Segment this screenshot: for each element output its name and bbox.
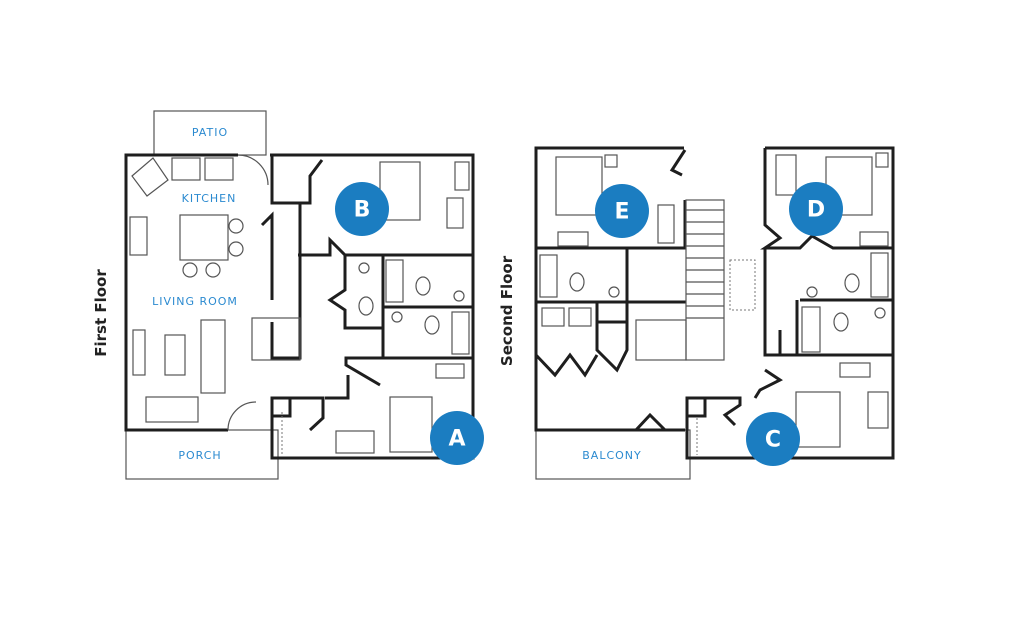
room-label-balcony: BALCONY <box>582 449 642 462</box>
wall <box>687 396 742 427</box>
sink-icon <box>131 157 169 197</box>
appliance <box>171 157 201 181</box>
sink-icon <box>806 286 818 298</box>
room-label-living-room: LIVING ROOM <box>152 295 238 308</box>
chair <box>228 241 244 257</box>
loveseat <box>145 396 199 423</box>
bathtub-icon <box>539 254 558 298</box>
wall <box>763 248 800 357</box>
bed <box>555 156 603 216</box>
sink-icon <box>391 311 403 323</box>
desk <box>657 204 675 244</box>
nightstand <box>604 154 618 168</box>
chair <box>228 218 244 234</box>
bedroom-badge-a[interactable]: A <box>430 411 484 465</box>
desk <box>335 430 375 454</box>
floor-label-second: Second Floor <box>498 255 516 366</box>
wall <box>260 211 274 300</box>
chair <box>205 262 221 278</box>
svg-text:E: E <box>614 200 629 225</box>
coffee-table <box>164 334 186 376</box>
toilet-icon <box>833 312 849 332</box>
appliance <box>204 157 234 181</box>
door-swing <box>227 401 257 431</box>
room-label-patio: PATIO <box>192 126 228 139</box>
chair <box>182 262 198 278</box>
wall <box>795 300 893 357</box>
svg-text:B: B <box>354 198 371 223</box>
toilet-icon <box>358 296 374 316</box>
toilet-icon <box>569 272 585 292</box>
wall <box>685 146 895 460</box>
svg-text:C: C <box>765 428 781 453</box>
bathtub-icon <box>451 311 470 355</box>
bed <box>795 391 841 448</box>
wall <box>124 153 238 432</box>
tv-stand <box>132 329 146 376</box>
wall <box>669 149 687 177</box>
wall <box>327 255 385 387</box>
toilet-icon <box>424 315 440 335</box>
wall <box>272 396 325 432</box>
wall <box>534 352 599 378</box>
desk <box>867 391 889 429</box>
desk <box>775 154 797 196</box>
svg-text:D: D <box>807 198 825 223</box>
rug <box>729 259 756 311</box>
dryer <box>568 307 592 327</box>
toilet-icon <box>415 276 431 296</box>
bedroom-badge-b[interactable]: B <box>335 182 389 236</box>
floor-label-first: First Floor <box>92 269 110 357</box>
bedroom-badge-c[interactable]: C <box>746 412 800 466</box>
bathtub-icon <box>870 252 889 298</box>
toilet-icon <box>844 273 860 293</box>
wall <box>325 375 350 400</box>
sink-icon <box>608 286 620 298</box>
wall <box>534 146 685 432</box>
desk <box>446 197 464 229</box>
bedroom-badge-d[interactable]: D <box>789 182 843 236</box>
stair-landing <box>251 317 301 361</box>
staircase <box>635 199 725 361</box>
stove-icon <box>129 216 148 256</box>
first-floor-plan <box>124 110 475 480</box>
wall <box>298 236 473 257</box>
dining-table <box>179 214 229 261</box>
room-label-porch: PORCH <box>178 449 221 462</box>
dresser <box>839 362 871 378</box>
bedroom-badge-e[interactable]: E <box>595 184 649 238</box>
sink-icon <box>453 290 465 302</box>
dresser <box>859 231 889 247</box>
bathtub-icon <box>385 259 404 303</box>
wall <box>753 368 783 399</box>
dresser <box>435 363 465 379</box>
room-label-kitchen: KITCHEN <box>182 192 237 205</box>
door-swing <box>237 154 269 186</box>
dresser <box>557 231 589 247</box>
wall <box>536 200 687 250</box>
wall <box>760 148 893 250</box>
wall <box>270 155 324 205</box>
sofa <box>200 319 226 394</box>
washer <box>541 307 565 327</box>
bed <box>389 396 433 453</box>
wall <box>270 203 302 360</box>
sink-icon <box>874 307 886 319</box>
wall <box>595 302 629 373</box>
wall <box>634 412 667 432</box>
sink-icon <box>358 262 370 274</box>
svg-text:A: A <box>448 427 465 452</box>
wall <box>270 396 292 418</box>
second-floor-plan <box>534 146 895 480</box>
nightstand <box>875 152 889 168</box>
bathtub-icon <box>801 306 821 353</box>
wall <box>685 396 707 418</box>
dresser <box>454 161 470 191</box>
